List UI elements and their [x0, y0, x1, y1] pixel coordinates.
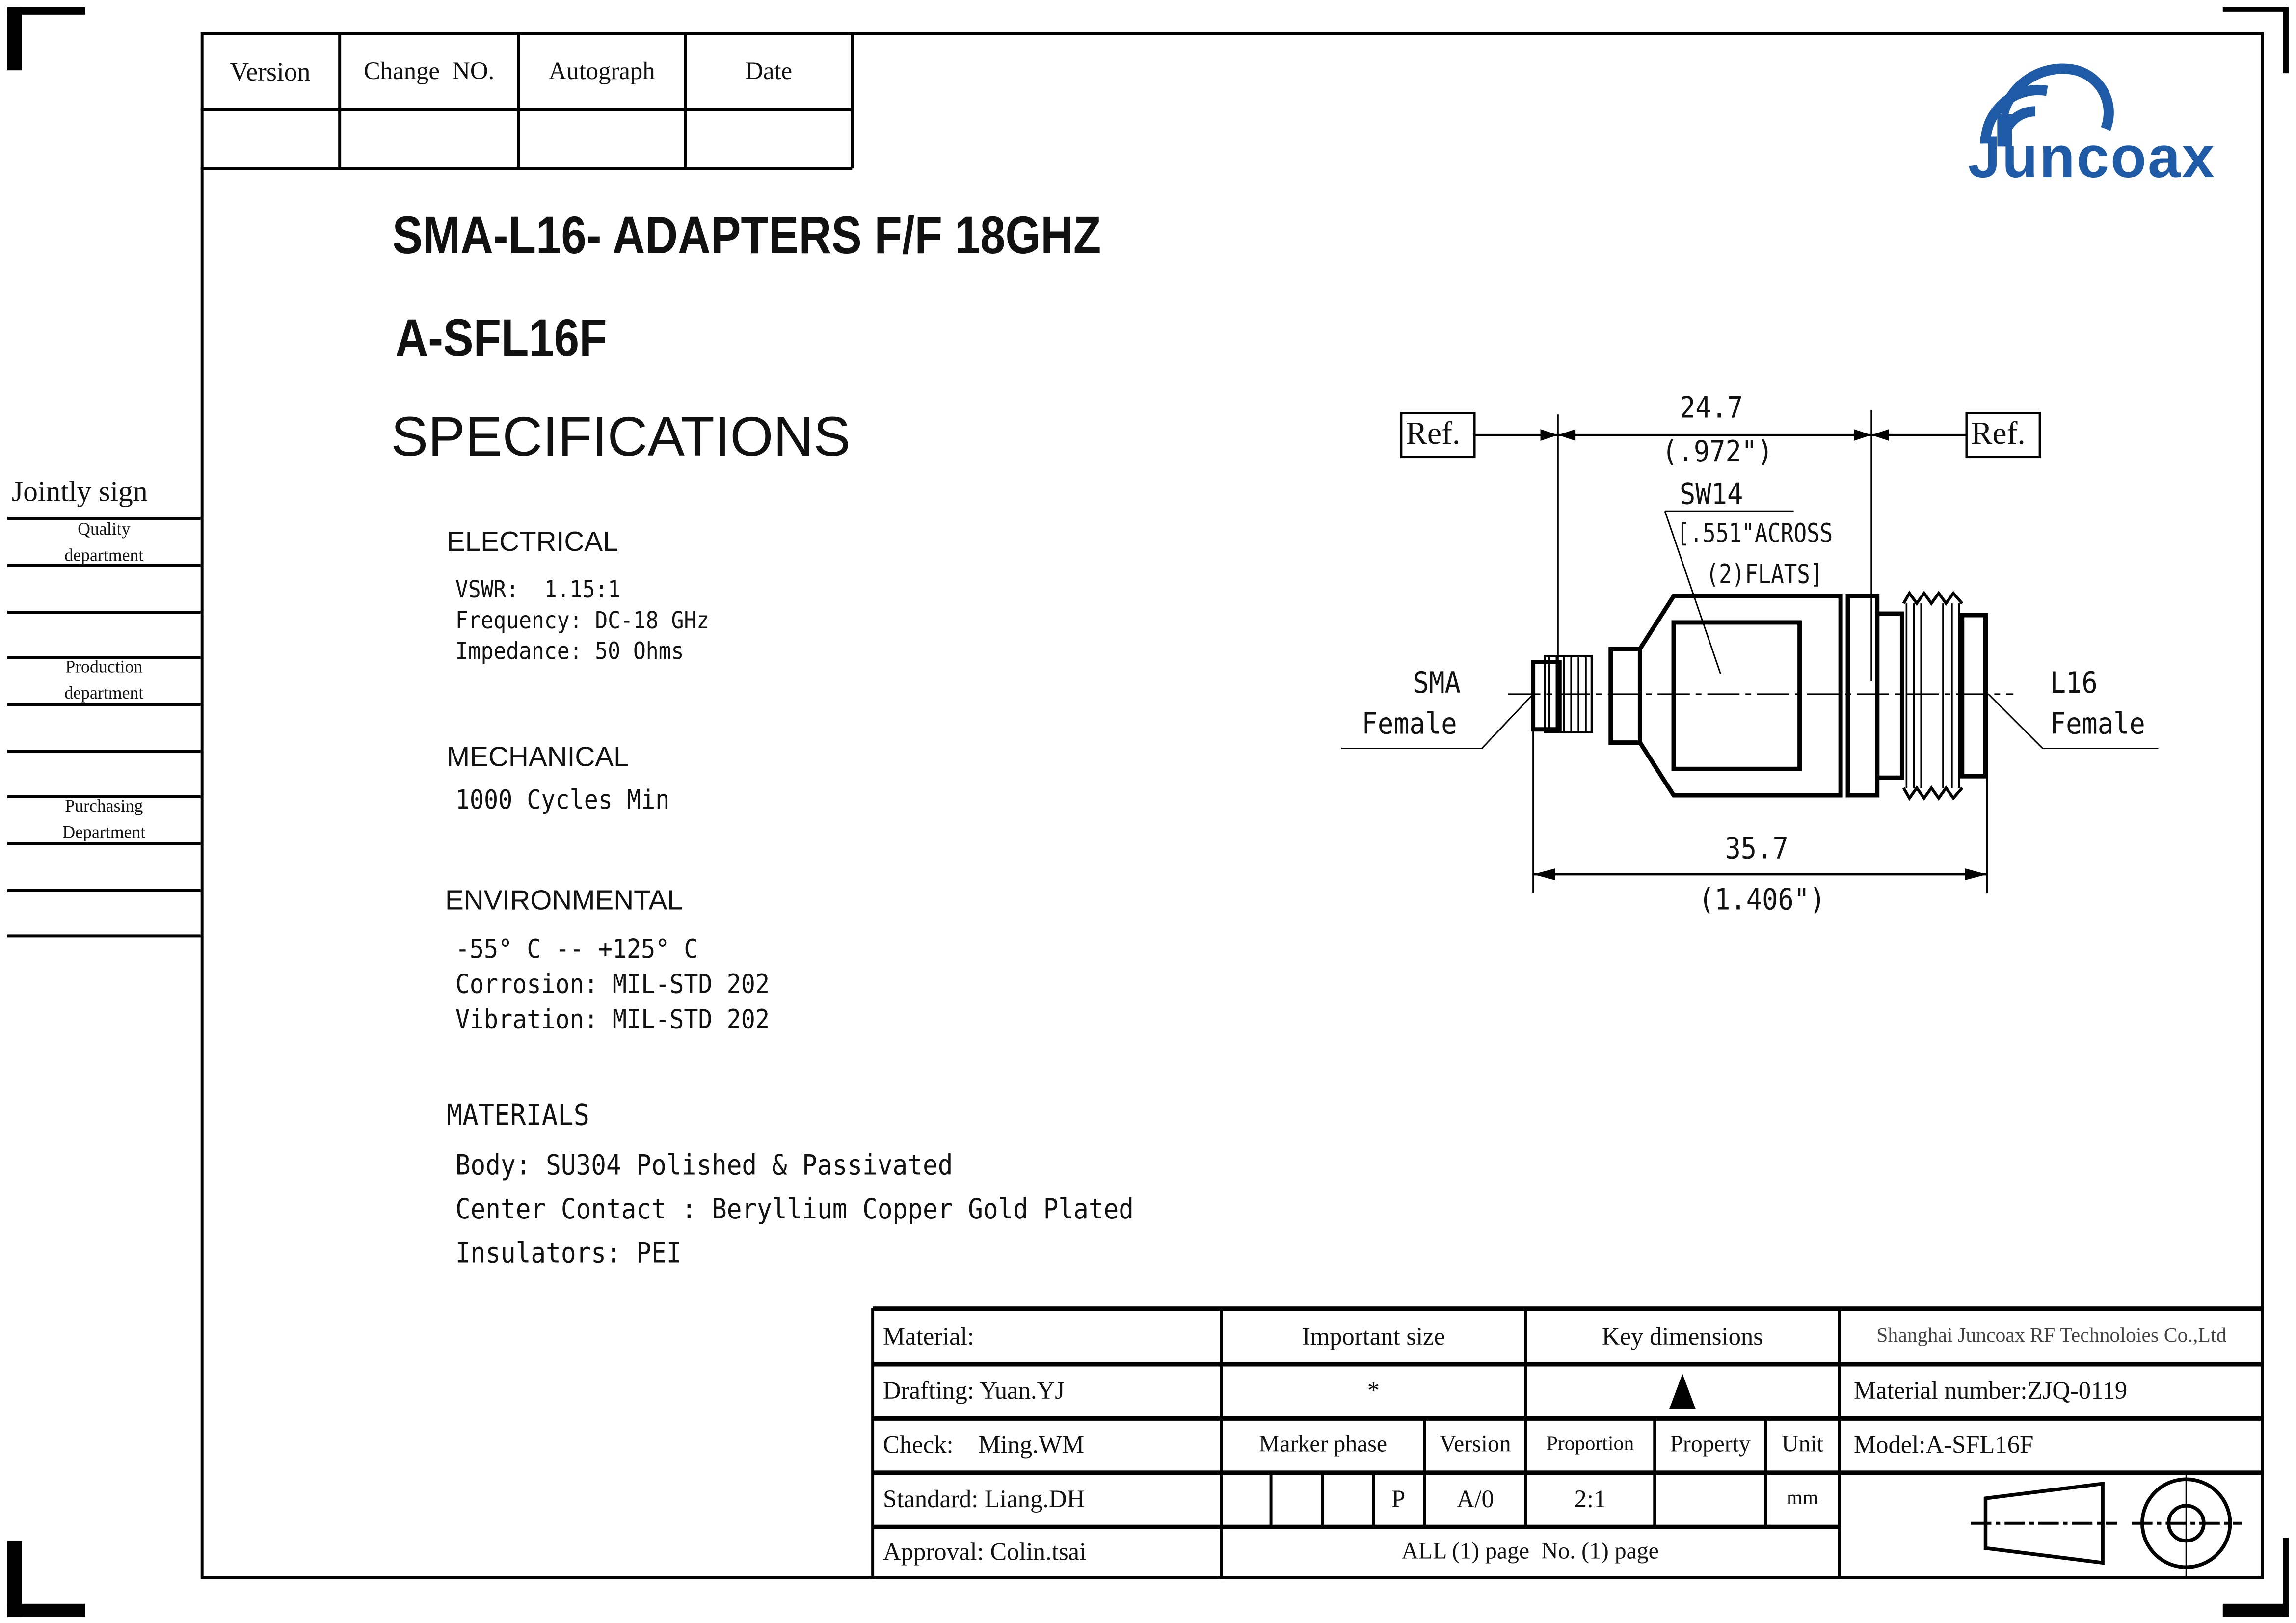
spec-corrosion: Corrosion: MIL-STD 202 — [455, 970, 770, 1001]
corner-mark — [2283, 7, 2289, 74]
key-dimension-triangle-icon — [1526, 1364, 1839, 1418]
electrical-specs: VSWR: 1.15:1 Frequency: DC-18 GHz Impeda… — [455, 574, 709, 666]
tb-important-symbol: * — [1367, 1376, 1380, 1404]
environmental-heading: ENVIRONMENTAL — [445, 886, 683, 917]
sidebar-quality: Quality department — [64, 518, 144, 566]
rev-header-change-no: Change NO. — [364, 57, 495, 85]
materials-heading: MATERIALS — [446, 1097, 589, 1133]
tb-check: Check: Ming.WM — [882, 1430, 1084, 1458]
environmental-specs: -55° C -- +125° C Corrosion: MIL-STD 202… — [455, 933, 770, 1038]
juncoax-logo: Juncoax — [1962, 55, 2241, 194]
jointly-sign-label: Jointly sign — [11, 476, 148, 509]
logo-waves-icon — [1980, 63, 2114, 147]
ref-label-right: Ref. — [1971, 414, 2026, 451]
projection-symbol-icon — [1971, 1472, 2242, 1579]
tb-model: Model:A-SFL16F — [1853, 1430, 2034, 1458]
corner-mark — [7, 1603, 85, 1617]
spec-vibration: Vibration: MIL-STD 202 — [455, 1004, 770, 1036]
corner-mark — [2222, 1603, 2289, 1617]
corner-mark — [2222, 7, 2289, 12]
product-title: SMA-L16- ADAPTERS F/F 18GHZ — [392, 205, 1101, 265]
tb-proportion-value: 2:1 — [1574, 1484, 1606, 1513]
corner-mark — [7, 7, 85, 15]
mechanical-heading: MECHANICAL — [446, 742, 629, 774]
sheet-border — [200, 32, 2264, 1579]
tb-version-value: A/0 — [1456, 1484, 1494, 1513]
right-label-l16: L16 — [2050, 665, 2098, 701]
spec-insulators: Insulators: PEI — [455, 1237, 682, 1270]
right-label-female: Female — [2050, 705, 2145, 741]
tb-important-size: Important size — [1302, 1322, 1445, 1350]
materials-specs: Body: SU304 Polished & Passivated Center… — [455, 1144, 1134, 1276]
corner-mark — [2283, 1538, 2289, 1617]
tb-pages: ALL (1) page No. (1) page — [1401, 1539, 1659, 1565]
spec-frequency: Frequency: DC-18 GHz — [455, 606, 710, 634]
rev-header-autograph: Autograph — [548, 57, 655, 85]
tb-marker-phase: Marker phase — [1258, 1432, 1388, 1457]
sw-label: SW14 — [1679, 476, 1743, 512]
spec-cycles: 1000 Cycles Min — [455, 785, 670, 816]
tb-proportion: Proportion — [1546, 1433, 1634, 1456]
spec-temperature: -55° C -- +125° C — [455, 934, 698, 966]
tb-property: Property — [1670, 1432, 1751, 1457]
logo-text: Juncoax — [1968, 126, 2216, 190]
left-label-female: Female — [1362, 705, 1457, 741]
tb-material-number: Material number:ZJQ-0119 — [1853, 1376, 2128, 1404]
model-title: A-SFL16F — [395, 307, 607, 368]
dim-top-mm: 24.7 — [1679, 389, 1743, 425]
spec-body: Body: SU304 Polished & Passivated — [455, 1149, 953, 1182]
specifications-title: SPECIFICATIONS — [391, 407, 851, 469]
tb-material: Material: — [882, 1322, 974, 1350]
electrical-heading: ELECTRICAL — [446, 527, 618, 558]
left-label-sma: SMA — [1413, 665, 1461, 701]
tb-key-dimensions: Key dimensions — [1602, 1322, 1763, 1350]
spec-vswr: VSWR: 1.15:1 — [455, 575, 621, 604]
tb-unit: Unit — [1782, 1432, 1823, 1457]
tb-approval: Approval: Colin.tsai — [882, 1538, 1087, 1566]
dim-bottom-inch: (1.406") — [1698, 882, 1826, 917]
mechanical-specs: 1000 Cycles Min — [455, 785, 669, 816]
spec-impedance: Impedance: 50 Ohms — [455, 637, 684, 665]
tb-version: Version — [1439, 1432, 1511, 1457]
tb-company: Shanghai Juncoax RF Technoloies Co.,Ltd — [1876, 1325, 2227, 1347]
tb-standard: Standard: Liang.DH — [882, 1484, 1085, 1513]
sidebar-production: Production department — [64, 656, 144, 703]
tb-drafting: Drafting: Yuan.YJ — [882, 1376, 1065, 1404]
tb-phase-p: P — [1391, 1484, 1406, 1513]
dim-top-inch: (.972") — [1662, 433, 1773, 469]
tb-unit-value: mm — [1787, 1487, 1819, 1510]
ref-label-left: Ref. — [1406, 414, 1461, 451]
rev-header-version: Version — [230, 56, 311, 86]
sidebar-purchasing: Purchasing Department — [62, 795, 146, 842]
sw-note-across: [.551"ACROSS — [1676, 518, 1833, 549]
sw-note-flats: (2)FLATS] — [1706, 559, 1823, 591]
dim-bottom-mm: 35.7 — [1725, 830, 1789, 866]
spec-center-contact: Center Contact : Beryllium Copper Gold P… — [455, 1193, 1134, 1226]
rev-header-date: Date — [745, 57, 793, 85]
corner-mark — [7, 7, 22, 71]
